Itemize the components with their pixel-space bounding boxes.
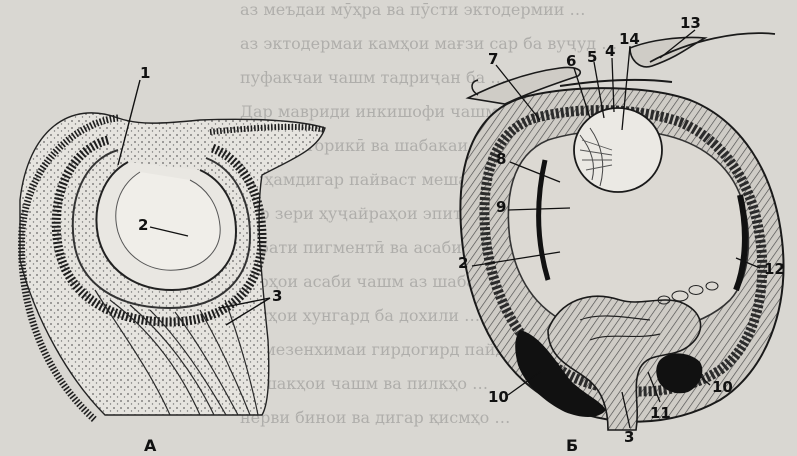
cornea [560, 80, 672, 86]
label-b-3: 3 [624, 428, 634, 446]
label-a-3: 3 [272, 287, 282, 305]
label-b-5: 5 [587, 48, 597, 66]
label-b-14: 14 [619, 30, 640, 48]
label-b-4: 4 [605, 42, 615, 60]
panel-label-a: А [144, 436, 156, 455]
label-b-7: 7 [488, 50, 498, 68]
label-b-13: 13 [680, 14, 701, 32]
lens [574, 108, 662, 192]
label-b-8: 8 [496, 150, 506, 168]
label-b-10-left: 10 [488, 388, 509, 406]
panel-label-b: Б [566, 436, 578, 455]
label-b-12: 12 [764, 260, 785, 278]
panel-b-drawing [460, 30, 783, 430]
label-a-2: 2 [138, 216, 148, 234]
panel-a-drawing [20, 80, 325, 420]
label-b-9: 9 [496, 198, 506, 216]
label-a-1: 1 [140, 64, 150, 82]
label-b-6: 6 [566, 52, 576, 70]
label-b-11: 11 [650, 404, 671, 422]
label-b-10-right: 10 [712, 378, 733, 396]
label-b-2: 2 [458, 254, 468, 272]
